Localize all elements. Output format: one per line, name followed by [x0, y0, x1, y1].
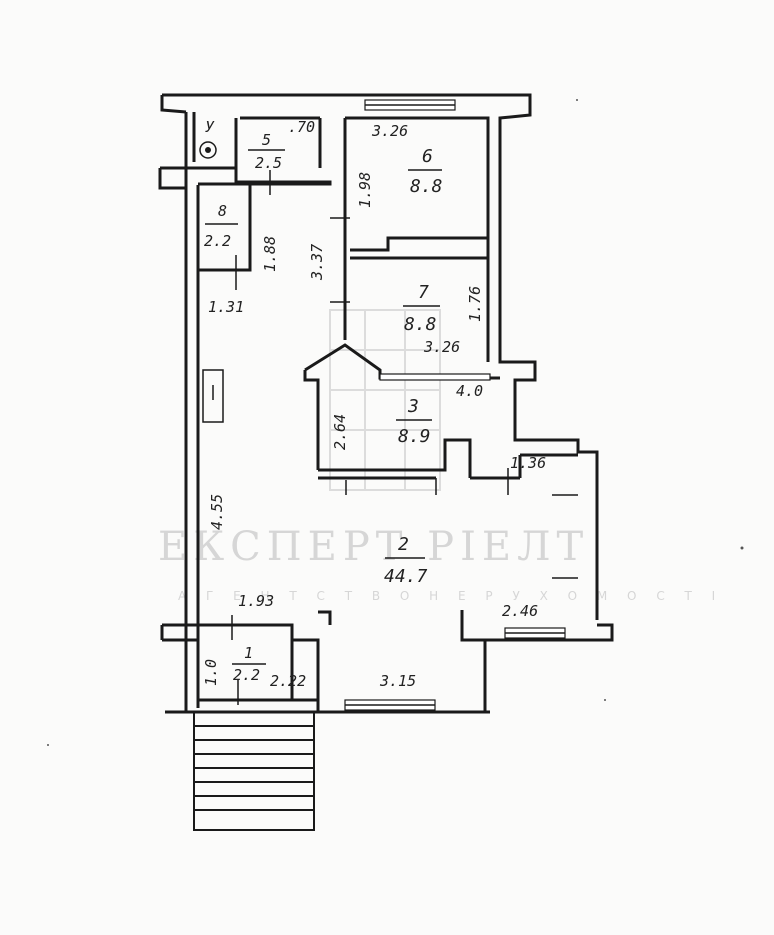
room-2-label: 2 44.7	[384, 534, 428, 587]
room-2-area: 44.7	[384, 566, 428, 587]
dim-0-70: .70	[288, 118, 315, 136]
toilet-icon	[199, 141, 217, 159]
room-labels: 5 2.5 У 6 8.8 8 2.2 7 8.8 3 8.9 2	[204, 118, 443, 684]
room-3-label: 3 8.9	[396, 396, 432, 447]
bottom-wall	[162, 610, 614, 714]
cabinet	[202, 369, 224, 423]
dimension-ticks	[231, 170, 509, 705]
dim-2-46: 2.46	[502, 602, 538, 620]
room-7-label: 7 8.8	[403, 282, 440, 335]
dim-1-93: 1.93	[238, 592, 274, 610]
dim-1-98: 1.98	[356, 172, 374, 208]
room-2-number: 2	[398, 534, 409, 555]
dim-1-31: 1.31	[208, 298, 244, 316]
top-wall	[162, 93, 599, 620]
room-7-area: 8.8	[404, 314, 437, 335]
watermark-title: ЕКСПЕРТ РІЕЛТ	[158, 524, 589, 570]
dim-1-36: 1.36	[510, 454, 546, 472]
room-1-number: 1	[244, 644, 253, 662]
room-6-label: 6 8.8	[408, 146, 443, 197]
room-5-area: 2.5	[255, 154, 282, 172]
dim-3-15: 3.15	[379, 672, 416, 690]
room-3-number: 3	[407, 396, 419, 417]
watermark: ЕКСПЕРТ РІЕЛТ А Г Е Н Т С Т В О Н Е Р У …	[158, 309, 723, 603]
room-1-label: 1 2.2	[232, 644, 266, 684]
dim-3-26-top: 3.26	[371, 122, 408, 140]
wall-room-8	[198, 185, 252, 272]
left-wall	[184, 112, 200, 712]
room-1-area: 2.2	[233, 666, 260, 684]
dim-1-88: 1.88	[261, 236, 279, 272]
scan-specks	[47, 99, 744, 746]
room-7-number: 7	[418, 282, 429, 303]
window-room-3	[379, 373, 491, 381]
wall-room-6	[343, 116, 490, 362]
room-8-area: 2.2	[204, 232, 231, 250]
dim-4-55: 4.55	[208, 494, 226, 530]
room-8-number: 8	[218, 202, 227, 220]
room-6-number: 6	[422, 146, 433, 167]
wall-room-3	[318, 438, 578, 480]
room-5-number: 5	[262, 131, 271, 149]
dimension-labels: 3.26 .70 1.98 1.88 3.37 1.31 1.76 3.26 4…	[202, 118, 546, 690]
entrance-stairs	[193, 711, 315, 831]
watermark-building-icon	[329, 309, 441, 491]
watermark-subtitle: А Г Е Н Т С Т В О Н Е Р У Х О М О С Т І	[178, 589, 723, 603]
dim-4-0: 4.0	[456, 382, 483, 400]
dim-3-26-mid: 3.26	[423, 338, 460, 356]
dim-2-22: 2.22	[270, 672, 306, 690]
room-5-label: 5 2.5	[248, 131, 285, 172]
dim-3-37: 3.37	[308, 244, 326, 281]
room-6-area: 8.8	[410, 176, 443, 197]
wc-letter: У	[205, 118, 215, 136]
dim-1-76: 1.76	[466, 286, 484, 322]
walls	[158, 93, 614, 714]
room-3-area: 8.9	[398, 426, 431, 447]
dim-2-64: 2.64	[331, 414, 349, 450]
dim-1-0: 1.0	[202, 659, 220, 686]
room-8-label: 8 2.2	[204, 202, 238, 250]
windows	[344, 99, 578, 711]
